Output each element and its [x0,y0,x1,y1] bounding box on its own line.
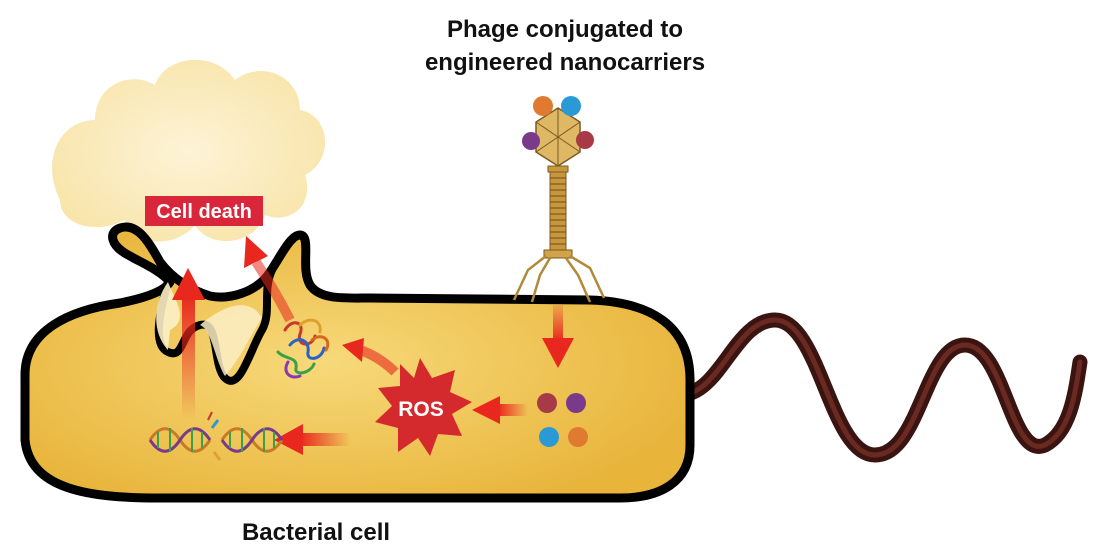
phage-title-line1: Phage conjugated to [447,16,683,43]
arrow-to-ros [472,396,528,424]
arrow-phage-down [542,305,574,368]
arrow-protein-to-death [244,236,295,323]
nanoparticle-icon [561,96,581,116]
ros-label: ROS [398,398,444,421]
arrow-ros-to-protein [342,338,399,376]
nanoparticle-icon [533,96,553,116]
phage-title-line2: engineered nanocarriers [425,49,705,76]
cell-death-label: Cell death [156,201,252,223]
nanoparticle-icon [568,427,588,447]
nanoparticle-icon [537,393,557,413]
nanoparticle-icon [539,427,559,447]
arrow-dna-to-death [172,268,205,420]
dna-icon [148,411,284,461]
ros-burst-icon [375,358,472,456]
bacterial-cell-label: Bacterial cell [242,519,390,546]
nanoparticle-icon [566,393,586,413]
cell-death-box [145,196,263,226]
phage-icon [512,107,606,303]
nanoparticle-icon [576,131,594,149]
arrow-ros-to-dna [274,424,350,455]
nanoparticle-icon [522,132,540,150]
protein-icon [276,318,330,379]
